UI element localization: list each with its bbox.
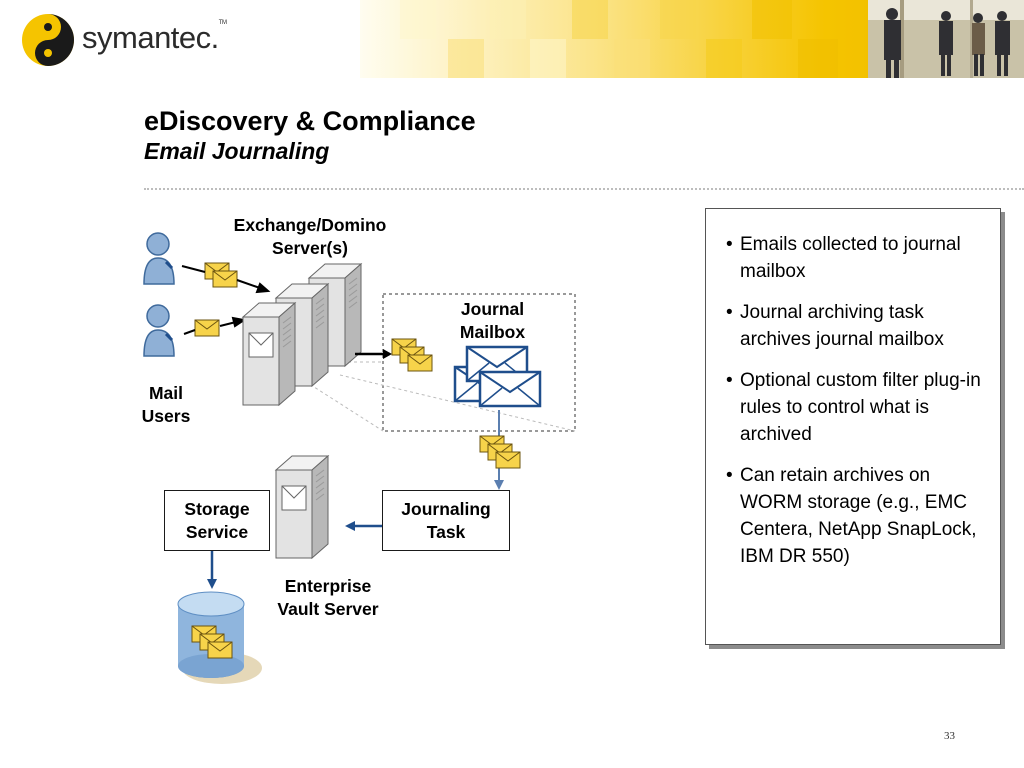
email-envelope-icon [204,262,238,288]
storage-service-label: Storage Service [184,498,250,542]
brand-wordmark: symantec.TM [82,20,227,55]
journal-mailbox-region [382,293,576,432]
bullet-panel: Emails collected to journal mailbox Jour… [705,208,1001,645]
bullet-list: Emails collected to journal mailbox Jour… [726,231,986,570]
journaling-task-label: Journaling Task [401,498,491,542]
email-envelope-icon [194,319,220,337]
journal-mailbox-icon [453,345,542,408]
enterprise-vault-server-icon [275,455,329,559]
bullet-item: Can retain archives on WORM storage (e.g… [726,462,986,570]
page-number: 33 [944,730,955,742]
bullet-item: Emails collected to journal mailbox [726,231,986,285]
slide-subtitle: Email Journaling [144,138,330,164]
journal-mailbox-label: Journal Mailbox [459,299,526,342]
journaling-task-box: Journaling Task [382,490,510,551]
storage-service-box: Storage Service [164,490,270,551]
exchange-server-label: Exchange/Domino Server(s) [233,215,387,258]
email-envelope-icon [391,338,433,372]
business-people-photo [868,0,1024,78]
enterprise-vault-label: Enterprise Vault Server [277,576,379,619]
title-divider [144,188,1024,190]
mail-user-icon [142,303,176,358]
symantec-logo [22,14,74,66]
trademark: TM [218,20,227,26]
email-envelope-icon [479,435,521,469]
bullet-item: Journal archiving task archives journal … [726,299,986,353]
mail-user-icon [142,231,176,286]
storage-database-icon [177,591,262,684]
header-banner [360,0,1024,78]
slide-title: eDiscovery & Compliance [144,106,476,136]
exchange-server-icon [242,302,296,406]
mail-users-label: Mail Users [141,383,191,426]
bullet-item: Optional custom filter plug-in rules to … [726,367,986,448]
